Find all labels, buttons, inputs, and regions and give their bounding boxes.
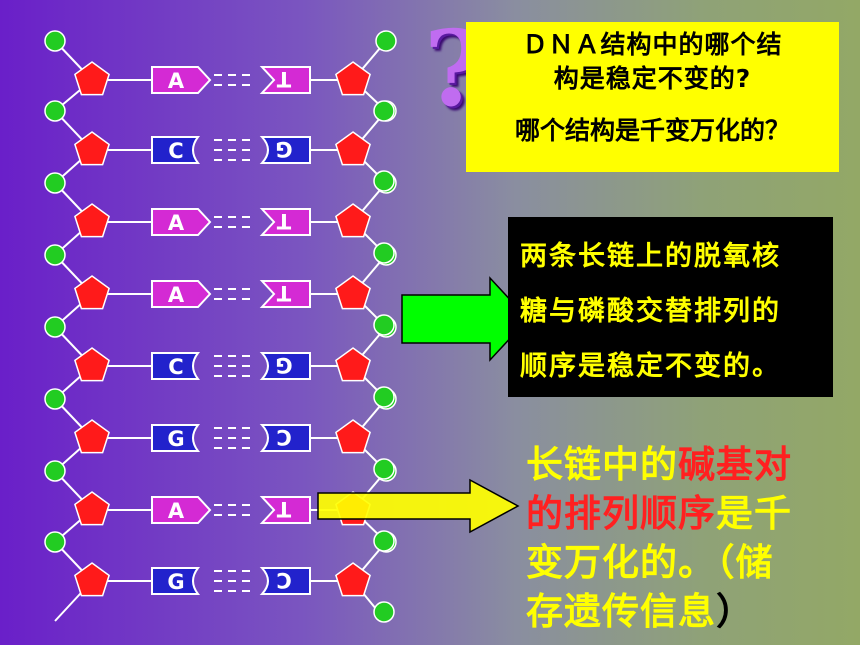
question-line-3: 哪个结构是千变万化的？ [514,116,790,145]
right-deoxyribose [335,419,371,454]
left-base-label: A [168,69,185,93]
left-phosphate [44,30,66,52]
left-phosphate [44,531,66,553]
right-phosphate [373,242,395,264]
variable-answer-line-2b: 是千 [716,492,792,535]
right-deoxyribose [335,562,371,597]
right-base [259,567,311,595]
left-deoxyribose [74,203,110,238]
right-base [259,352,311,380]
left-deoxyribose [74,61,110,96]
left-deoxyribose [74,131,110,166]
variable-answer-line-4b: ） [716,590,754,633]
right-phosphate [373,314,395,336]
right-base [259,496,311,524]
left-base-label: G [167,427,184,451]
left-base-label: A [168,211,185,235]
left-deoxyribose [74,562,110,597]
right-phosphate [373,170,395,192]
right-deoxyribose [335,275,371,310]
left-base [151,352,201,380]
left-base [151,496,212,524]
left-phosphate [44,100,66,122]
right-deoxyribose [335,347,371,382]
left-base [151,424,201,452]
right-base [259,136,311,164]
left-base-label: A [168,499,185,523]
variable-answer-line-1a: 长链中的 [526,443,678,486]
order-highlight: 的排列顺序 [526,492,716,535]
right-base-label: G [275,353,292,377]
right-deoxyribose [335,131,371,166]
right-base-label: T [276,209,291,233]
stable-answer-box: 两条长链上的脱氧核 糖与磷酸交替排列的 顺序是稳定不变的。 [508,217,833,397]
left-phosphate [44,172,66,194]
variable-answer-text: 长链中的碱基对 的排列顺序是千 变万化的。（储 存遗传信息） [526,440,846,636]
base-pair-highlight: 碱基对 [678,443,792,486]
right-base [259,66,311,94]
left-phosphate [44,244,66,266]
variable-answer-line-4: 存遗传信息） [526,587,846,636]
right-deoxyribose [335,203,371,238]
right-base [259,424,311,452]
left-deoxyribose [74,419,110,454]
variable-answer-line-3: 变万化的。（储 [526,541,774,584]
right-phosphate [373,386,395,408]
right-phosphate [373,601,395,623]
variable-answer-line-4a: 存遗传信息 [526,590,716,633]
variable-answer-line-2: 的排列顺序是千 [526,489,846,538]
stable-answer-line-3: 顺序是稳定不变的。 [520,351,781,382]
left-base [151,280,212,308]
left-base [151,567,201,595]
variable-answer-line-1: 长链中的碱基对 [526,440,846,489]
left-deoxyribose [74,491,110,526]
right-phosphate [373,458,395,480]
left-base-label: C [168,355,183,379]
right-base [259,280,311,308]
stable-answer-line-2: 糖与磷酸交替排列的 [520,296,781,327]
left-base-label: C [168,139,183,163]
left-phosphate [44,316,66,338]
question-line-2: 构是稳定不变的? [553,64,752,93]
right-base-label: G [275,137,292,161]
right-base-label: T [276,497,291,521]
left-base [151,136,201,164]
right-phosphate [373,100,395,122]
yellow-arrow [317,478,520,534]
left-phosphate [44,460,66,482]
right-base-label: T [276,281,291,305]
left-base-label: A [168,283,185,307]
right-phosphate [375,30,397,52]
right-phosphate [373,530,395,552]
right-base [259,208,311,236]
right-deoxyribose [335,61,371,96]
right-base-label: C [276,425,291,449]
left-phosphate [44,388,66,410]
left-deoxyribose [74,347,110,382]
left-base [151,208,212,236]
left-base [151,66,212,94]
left-base-label: G [167,570,184,594]
question-box: ＤＮＡ结构中的哪个结 构是稳定不变的? 哪个结构是千变万化的？ [466,22,839,172]
left-deoxyribose [74,275,110,310]
right-base-label: C [276,568,291,592]
right-base-label: T [276,67,291,91]
stable-answer-line-1: 两条长链上的脱氧核 [520,241,781,272]
question-line-1: ＤＮＡ结构中的哪个结 [522,30,783,59]
